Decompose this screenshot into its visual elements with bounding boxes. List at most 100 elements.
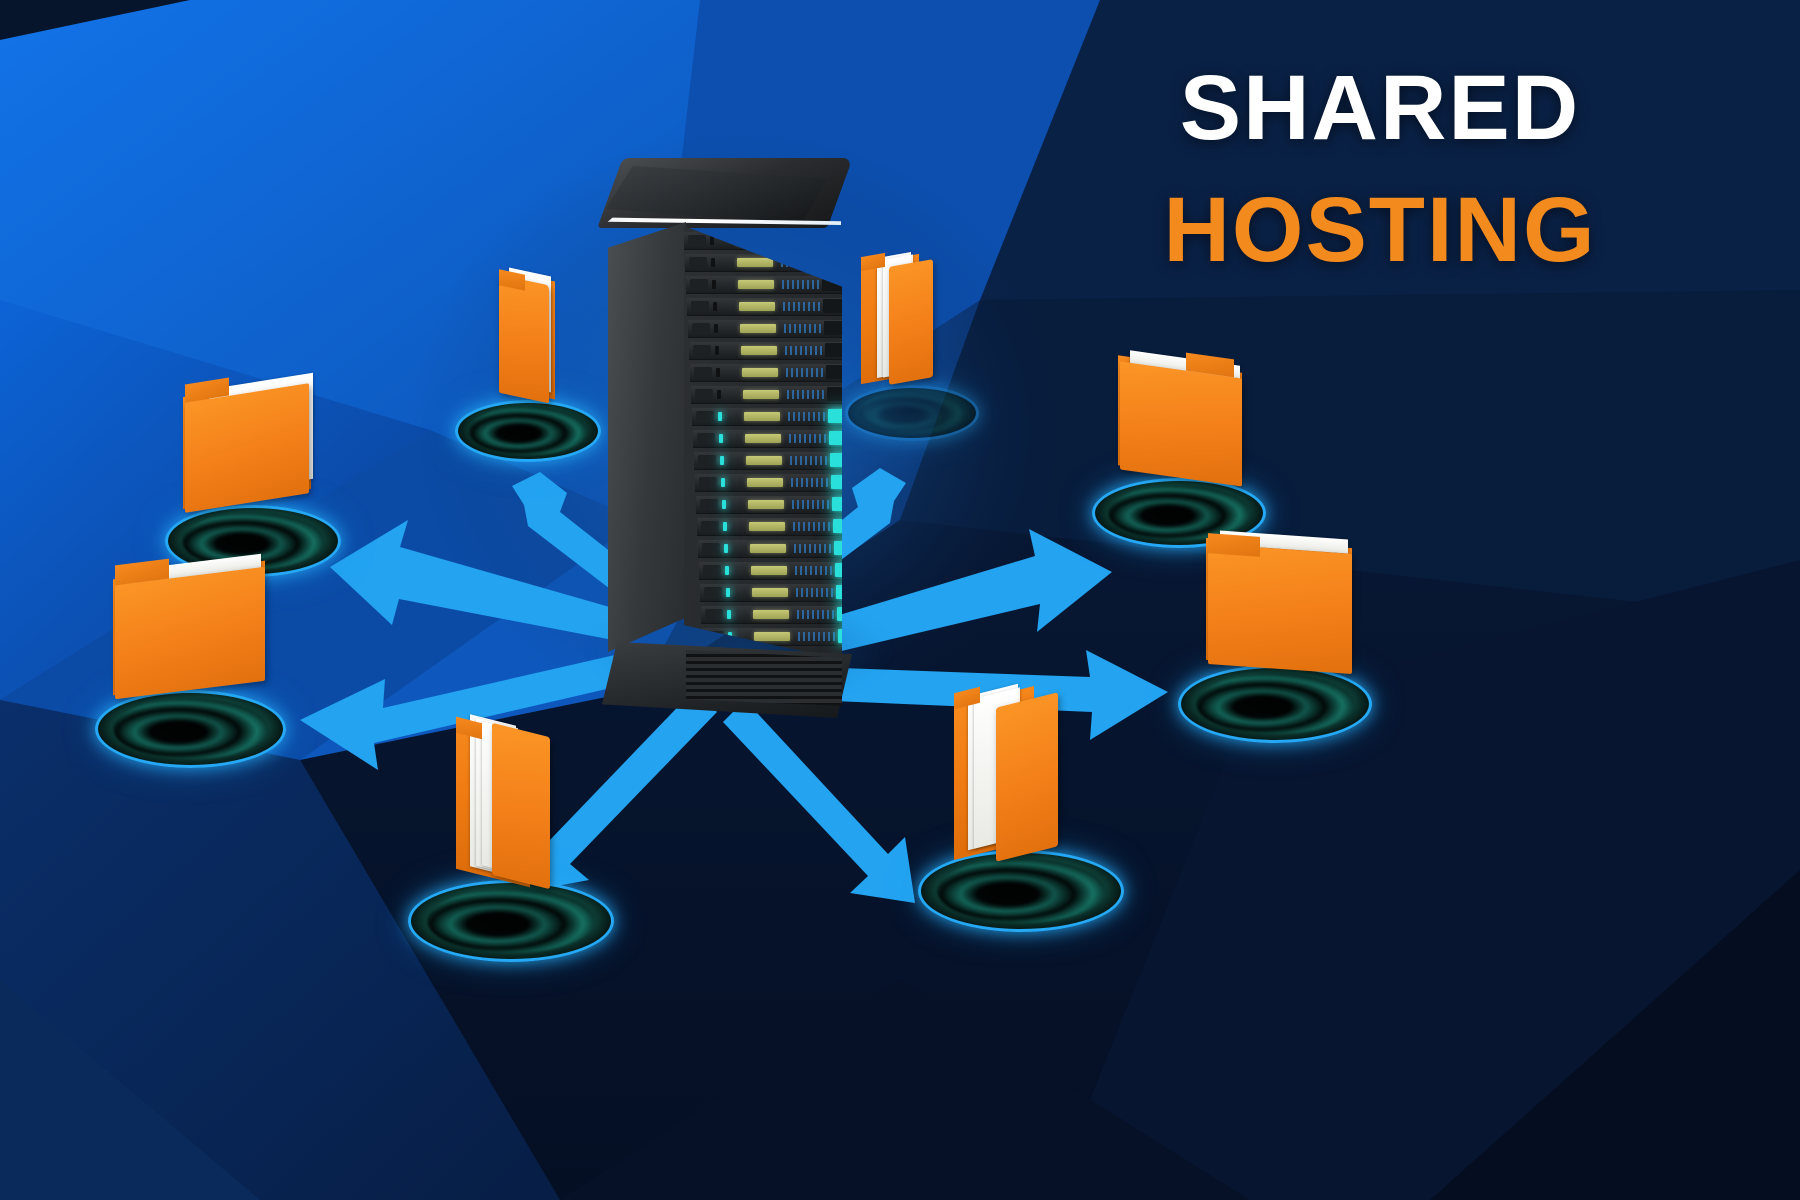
server-front-panel	[684, 226, 842, 660]
rack-unit-handle	[691, 301, 709, 312]
folder-icon[interactable]	[948, 683, 1088, 870]
rack-unit-display	[738, 280, 774, 289]
rack-unit-display	[753, 610, 789, 619]
rack-unit-led	[714, 324, 718, 333]
folder-icon[interactable]	[175, 372, 325, 519]
rack-unit-display	[737, 258, 773, 267]
rack-unit-indicator-dots	[781, 258, 819, 267]
server-rack-unit	[699, 562, 842, 580]
rack-unit-indicator-dots	[782, 280, 820, 289]
rack-unit-led	[721, 478, 725, 487]
rack-unit-handle	[688, 235, 706, 246]
rack-unit-handle	[693, 345, 711, 356]
server-left-panel	[608, 222, 686, 652]
rack-unit-indicator-dots	[798, 632, 836, 641]
rack-unit-led	[720, 456, 724, 465]
server-rack-unit	[686, 276, 842, 294]
arrow-icon	[524, 690, 717, 892]
server-rack-icon[interactable]	[597, 158, 870, 718]
rack-unit-drive-bay	[822, 277, 842, 291]
rack-unit-handle	[705, 609, 723, 620]
rack-unit-led	[717, 390, 721, 399]
rack-unit-drive-bay	[829, 431, 842, 445]
rack-unit-indicator-dots	[786, 368, 824, 377]
rack-unit-drive-bay	[833, 519, 842, 533]
rack-unit-led	[719, 434, 723, 443]
rack-unit-handle	[706, 631, 724, 642]
rack-unit-display	[746, 456, 782, 465]
server-vent-slats	[686, 650, 842, 706]
rack-unit-indicator-dots	[789, 434, 827, 443]
server-rack-unit	[702, 628, 842, 646]
server-rack-unit	[693, 430, 842, 448]
rack-unit-handle	[700, 499, 718, 510]
rack-unit-led	[727, 610, 731, 619]
server-rack-unit	[698, 540, 842, 558]
rack-unit-led	[712, 280, 716, 289]
page-title: SHARED HOSTING	[1020, 62, 1740, 276]
rack-unit-led	[713, 302, 717, 311]
server-rack-unit	[696, 496, 842, 514]
glowing-disc-icon	[918, 850, 1124, 932]
rack-unit-led	[711, 258, 715, 267]
rack-unit-drive-bay	[834, 541, 842, 555]
title-line-shared: SHARED	[1179, 57, 1581, 159]
rack-unit-handle	[701, 521, 719, 532]
rack-unit-drive-bay	[821, 255, 842, 269]
rack-unit-indicator-dots	[796, 588, 834, 597]
rack-unit-indicator-dots	[790, 456, 828, 465]
server-rack-unit	[695, 474, 842, 492]
rack-unit-indicator-dots	[794, 544, 832, 553]
rack-unit-display	[748, 500, 784, 509]
folder-icon[interactable]	[1110, 350, 1260, 494]
rack-unit-handle	[695, 389, 713, 400]
server-rack-unit	[684, 232, 842, 250]
arrow-icon	[723, 700, 915, 903]
server-rack-unit	[689, 342, 842, 360]
rack-unit-drive-bay	[823, 299, 842, 313]
folder-icon[interactable]	[855, 252, 955, 395]
rack-unit-handle	[689, 257, 707, 268]
rack-unit-led	[725, 566, 729, 575]
rack-unit-handle	[702, 543, 720, 554]
server-rack-unit	[691, 386, 842, 404]
rack-unit-drive-bay	[826, 365, 842, 379]
rack-unit-display	[744, 412, 780, 421]
rack-unit-handle	[698, 455, 716, 466]
rack-unit-led	[718, 412, 722, 421]
rack-unit-led	[710, 236, 714, 245]
rack-unit-indicator-dots	[797, 610, 835, 619]
folder-icon[interactable]	[485, 267, 575, 410]
rack-unit-drive-bay	[832, 497, 842, 511]
folder-icon[interactable]	[105, 553, 280, 705]
glowing-disc-icon	[455, 400, 601, 462]
rack-unit-display	[741, 346, 777, 355]
server-rack-unit	[687, 298, 842, 316]
rack-unit-drive-bay	[830, 453, 842, 467]
rack-unit-display	[747, 478, 783, 487]
rack-unit-display	[740, 324, 776, 333]
rack-unit-display	[751, 566, 787, 575]
glowing-disc-icon	[1178, 665, 1372, 743]
rack-unit-handle	[694, 367, 712, 378]
rack-unit-display	[742, 368, 778, 377]
glowing-disc-icon	[95, 690, 286, 768]
rack-unit-indicator-dots	[784, 324, 822, 333]
rack-unit-drive-bay	[828, 409, 842, 423]
arrow-icon	[300, 652, 628, 770]
rack-unit-drive-bay	[831, 475, 842, 489]
folder-icon[interactable]	[448, 714, 578, 900]
rack-unit-handle	[696, 411, 714, 422]
rack-unit-indicator-dots	[783, 302, 821, 311]
rack-unit-handle	[692, 323, 710, 334]
rack-unit-handle	[697, 433, 715, 444]
rack-unit-drive-bay	[827, 387, 842, 401]
rack-unit-led	[715, 346, 719, 355]
rack-unit-handle	[703, 565, 721, 576]
rack-unit-display	[739, 302, 775, 311]
folder-icon[interactable]	[1198, 530, 1363, 683]
server-rack-unit	[701, 606, 842, 624]
rack-unit-handle	[704, 587, 722, 598]
rack-unit-display	[736, 236, 772, 245]
